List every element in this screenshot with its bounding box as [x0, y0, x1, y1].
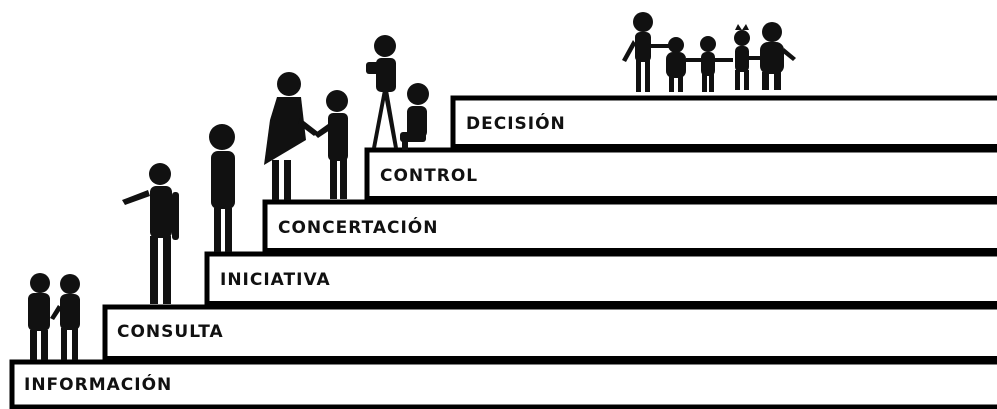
step-label-control: CONTROL — [380, 166, 479, 186]
step-label-concertacion: CONCERTACIÓN — [278, 218, 439, 238]
person-silhouette-icon — [400, 83, 429, 150]
step-label-consulta: CONSULTA — [117, 322, 224, 342]
children-group — [622, 12, 796, 92]
step-label-decision: DECISIÓN — [466, 114, 566, 134]
step-box-decision — [450, 95, 997, 151]
step-shadows — [105, 144, 997, 362]
person-silhouette-icon — [28, 273, 50, 360]
child-silhouette-icon — [209, 124, 235, 252]
person-silhouette-icon — [314, 90, 348, 199]
silhouettes — [28, 12, 796, 360]
step-box-informacion — [9, 359, 997, 409]
camera-tripod-icon — [366, 35, 398, 148]
step-box-concertacion — [262, 199, 997, 255]
person-silhouette-icon — [122, 163, 179, 304]
step-box-consulta — [102, 304, 997, 363]
step-box-iniciativa — [204, 251, 997, 308]
person-silhouette-icon — [50, 274, 80, 360]
staircase — [9, 95, 997, 409]
step-label-informacion: INFORMACIÓN — [24, 375, 173, 395]
person-silhouette-icon — [264, 72, 318, 200]
step-label-iniciativa: INICIATIVA — [220, 270, 331, 290]
